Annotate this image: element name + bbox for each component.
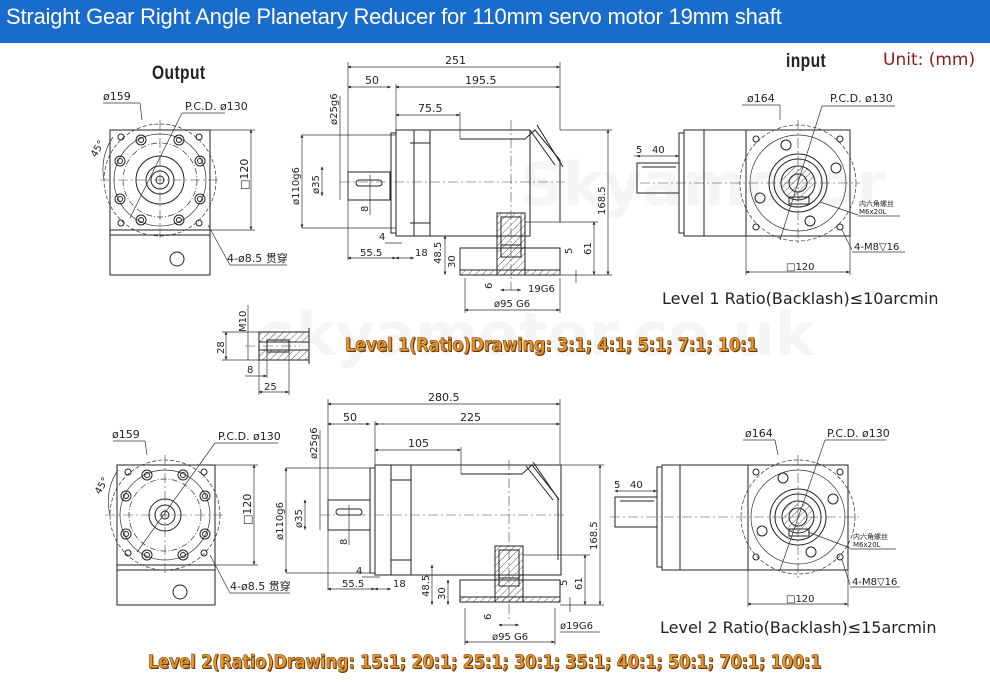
l2-output-front-view [105,440,290,606]
l2-od-text: ø159 [112,428,140,441]
l2-key-width: 8 [339,539,350,545]
l2-key-length: 40 [630,480,643,491]
l2-clamp-cn: 内六角螺丝 [853,532,888,541]
l1-square-text: □120 [238,159,251,190]
l2-key-offset: 5 [614,480,620,491]
l1-input-height: 30 [447,255,458,268]
title-banner: Straight Gear Right Angle Planetary Redu… [0,0,990,43]
l1-shoulder-dia: ø35 [311,175,322,194]
l2-pilot-dia: ø110g6 [275,502,286,540]
l1-clamp: M6x20L [859,208,887,216]
level1-backlash: Level 1 Ratio(Backlash)≤10arcmin [662,289,939,308]
l1-flange-axis: 75.5 [418,102,443,115]
l2-square-text: □120 [241,494,254,525]
thread-length: 28 [216,341,227,354]
l2-input-flange: 61 [574,577,585,590]
l1-key-length: 40 [652,145,665,156]
l2-shoulder-dia: ø35 [294,509,305,528]
l1-input-flange: 61 [583,242,594,255]
l1-in-pcd: P.C.D. ø130 [830,92,893,105]
l1-holes-text: 4-ø8.5 贯穿 [227,251,288,265]
l1-pilot-dia: ø110g6 [291,167,302,205]
shaft-detail [222,305,310,395]
l1-angle-text: 45° [89,139,107,160]
l2-in-square: □120 [786,594,815,605]
l1-input-pilot: ø95 G6 [494,299,530,310]
l2-input-recess: 6 [483,614,494,620]
l2-input-spigot: 5 [559,580,570,586]
l1-body-length: 195.5 [465,74,497,87]
l1-shaft-length: 50 [365,74,379,87]
l1-spigot: 18 [415,248,428,259]
l2-shaft-dia: ø25g6 [309,427,320,459]
l2-flange-thk: 4 [356,566,362,577]
l1-input-spigot: 5 [564,248,575,254]
l2-shaft-total: 55.5 [342,579,364,590]
l2-pcd-text: P.C.D. ø130 [218,430,281,443]
l1-input-view [634,104,905,275]
l1-height: 168.5 [597,186,608,215]
l1-pcd-text: P.C.D. ø130 [185,100,248,113]
thread-size: M10 [238,311,249,332]
l1-input-recess: 6 [484,283,495,289]
l2-body-length: 225 [460,411,481,424]
l2-in-pcd: P.C.D. ø130 [827,427,890,440]
level1-ratios: Level 1(Ratio)Drawing: 3:1; 4:1; 5:1; 7:… [345,334,758,357]
l2-holes-text: 4-ø8.5 贯穿 [230,579,291,593]
l2-input-bore: ø19G6 [560,621,593,632]
l1-shaft-dia: ø25g6 [329,93,340,125]
l2-height: 168.5 [589,521,600,550]
l1-output-front-view [100,102,287,276]
level2-backlash: Level 2 Ratio(Backlash)≤15arcmin [660,618,937,637]
l2-in-od: ø164 [745,427,773,440]
l2-side-view [284,399,604,645]
output-label: Output [152,63,206,84]
l2-axis-height: 48.5 [421,575,432,597]
l1-shaft-total: 55.5 [360,248,382,259]
l2-clamp: M6x20L [853,541,881,549]
level2-ratios: Level 2(Ratio)Drawing: 15:1; 20:1; 25:1;… [148,651,822,674]
l1-mount-holes: 4-M8▽16 [854,242,899,253]
l2-flange-axis: 105 [408,437,429,450]
page-title: Straight Gear Right Angle Planetary Redu… [6,4,782,29]
l2-mount-holes: 4-M8▽16 [852,577,897,588]
l1-key-width: 8 [360,206,371,212]
l1-flange-thk: 4 [379,232,385,243]
watermark: Skyamotor [520,150,886,220]
l2-input-pilot: ø95 G6 [492,632,528,643]
l2-input-height: 30 [437,587,448,600]
depth-8: 8 [247,365,253,376]
l2-spigot: 18 [393,579,406,590]
l1-in-square: □120 [786,262,815,273]
l1-key-offset: 5 [636,145,642,156]
watermark: skyamotor.co.uk [260,300,815,370]
l1-input-bore: 19G6 [528,284,555,295]
l2-input-view [610,439,900,607]
l1-od-text: ø159 [103,90,131,103]
l1-side-view [300,62,612,313]
input-label: input [786,51,827,72]
l1-in-od: ø164 [747,92,775,105]
l2-overall-length: 280.5 [428,391,460,404]
l1-axis-height: 48.5 [433,242,444,264]
l1-overall-length: 251 [445,54,466,67]
depth-25: 25 [264,382,277,393]
l2-shaft-length: 50 [343,411,357,424]
l1-clamp-cn: 内六角螺丝 [859,199,894,208]
unit-label: Unit: (mm) [883,50,976,70]
